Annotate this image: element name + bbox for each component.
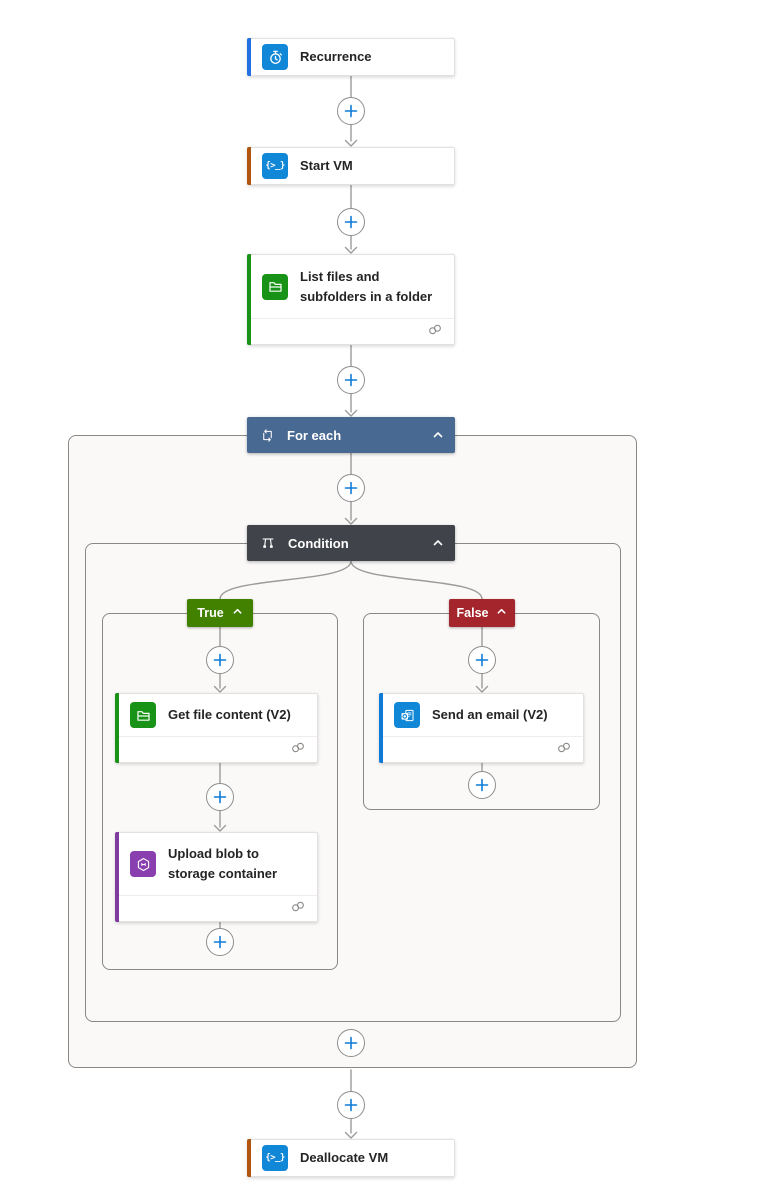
action-card-deallocate-vm[interactable]: {>_} Deallocate VM xyxy=(247,1139,455,1177)
link-icon[interactable] xyxy=(290,900,306,918)
branch-label: False xyxy=(456,606,489,620)
chevron-up-icon[interactable] xyxy=(432,429,444,441)
clock-icon xyxy=(262,44,288,70)
accent-bar xyxy=(247,1139,251,1177)
accent-bar xyxy=(115,693,119,763)
insert-step-button[interactable] xyxy=(337,208,365,236)
foreach-header[interactable]: For each xyxy=(247,417,455,453)
scope-title: For each xyxy=(287,427,342,443)
blob-storage-icon xyxy=(130,851,156,877)
code-icon: {>_} xyxy=(262,1145,288,1171)
action-card-upload-blob[interactable]: Upload blob to storage container xyxy=(115,832,318,922)
insert-step-button[interactable] xyxy=(468,771,496,799)
scope-title: Condition xyxy=(288,535,349,551)
code-icon: {>_} xyxy=(262,153,288,179)
accent-bar xyxy=(247,38,251,76)
card-footer xyxy=(383,736,583,762)
folder-icon xyxy=(262,273,288,300)
action-card-start-vm[interactable]: {>_} Start VM xyxy=(247,147,455,185)
folder-icon xyxy=(130,702,156,728)
action-title: List files and subfolders in a folder xyxy=(300,268,433,304)
chevron-up-icon[interactable] xyxy=(496,606,507,620)
insert-step-button[interactable] xyxy=(337,97,365,125)
insert-step-button[interactable] xyxy=(206,928,234,956)
link-icon[interactable] xyxy=(427,323,443,341)
insert-step-button[interactable] xyxy=(206,646,234,674)
action-card-send-email[interactable]: Send an email (V2) xyxy=(379,693,584,763)
condition-icon xyxy=(260,535,276,551)
action-title: Upload blob to storage container xyxy=(168,846,278,881)
action-title: Get file content (V2) xyxy=(168,707,291,722)
link-icon[interactable] xyxy=(556,741,572,759)
branch-label: True xyxy=(197,606,224,620)
insert-step-button[interactable] xyxy=(337,1091,365,1119)
outlook-icon xyxy=(394,702,420,728)
action-title: Recurrence xyxy=(300,49,372,64)
insert-step-button[interactable] xyxy=(337,1029,365,1057)
chevron-up-icon[interactable] xyxy=(232,606,243,620)
link-icon[interactable] xyxy=(290,741,306,759)
condition-header[interactable]: Condition xyxy=(247,525,455,561)
insert-step-button[interactable] xyxy=(337,474,365,502)
action-card-list-files[interactable]: List files and subfolders in a folder xyxy=(247,254,455,345)
accent-bar xyxy=(115,832,119,922)
action-title: Start VM xyxy=(300,158,353,173)
card-footer xyxy=(119,736,317,762)
insert-step-button[interactable] xyxy=(206,783,234,811)
action-card-get-file-content[interactable]: Get file content (V2) xyxy=(115,693,318,763)
action-card-recurrence[interactable]: Recurrence xyxy=(247,38,455,76)
action-title: Deallocate VM xyxy=(300,1150,389,1165)
action-title: Send an email (V2) xyxy=(432,707,548,722)
card-footer xyxy=(251,318,454,344)
true-branch-badge[interactable]: True xyxy=(187,599,253,627)
insert-step-button[interactable] xyxy=(468,646,496,674)
accent-bar xyxy=(247,147,251,185)
loop-icon xyxy=(260,428,275,443)
card-footer xyxy=(119,895,317,921)
false-branch-badge[interactable]: False xyxy=(449,599,515,627)
insert-step-button[interactable] xyxy=(337,366,365,394)
chevron-up-icon[interactable] xyxy=(432,537,444,549)
